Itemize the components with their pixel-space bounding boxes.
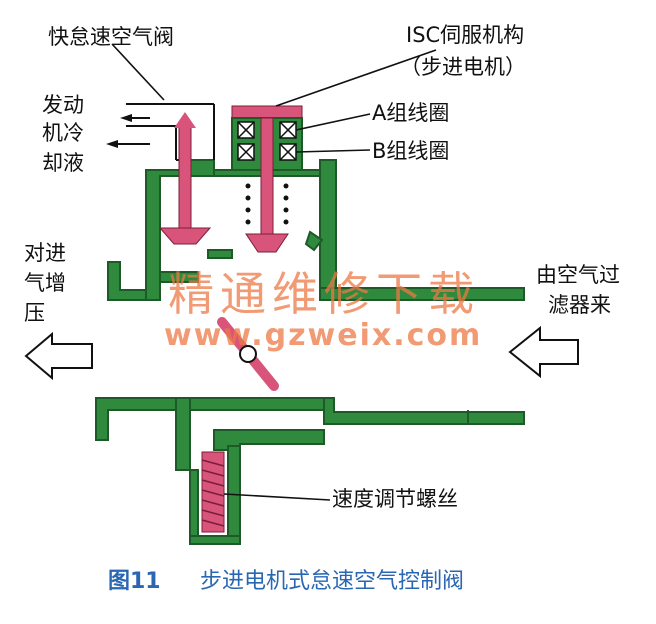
screw-housing-left	[189, 469, 199, 543]
caption-figure-number: 图11	[108, 569, 161, 594]
coil-a-right	[279, 121, 297, 139]
flow-arrow-left	[24, 331, 93, 381]
label-speed-screw: 速度调节螺丝	[332, 487, 458, 511]
label-air-filter-2: 滤器来	[548, 293, 611, 317]
label-coil-a: A组线圈	[372, 101, 450, 125]
inner-lip	[304, 230, 324, 252]
isc-valve-head	[245, 233, 289, 253]
caption-title: 步进电机式怠速空气控制阀	[200, 569, 465, 594]
watermark-url: www.gzweix.com	[164, 318, 483, 353]
isc-shaft	[260, 117, 274, 241]
label-supercharger-3: 压	[24, 301, 45, 325]
lower-left-wall	[95, 397, 177, 441]
isc-cap	[231, 105, 303, 119]
coolant-arrow-out	[106, 140, 118, 148]
leader-lines	[111, 43, 437, 501]
leader-fast-idle	[111, 43, 165, 101]
chamber-top-wall	[189, 159, 215, 177]
label-supercharger-1: 对进	[24, 241, 66, 265]
isc-stepper-motor	[231, 105, 303, 253]
upper-housing	[107, 159, 525, 301]
inner-seat	[207, 249, 233, 259]
coil-b-right	[279, 143, 297, 161]
label-fast-idle-valve: 快怠速空气阀	[48, 25, 174, 49]
label-coil-b: B组线圈	[372, 139, 450, 163]
screw-housing-bottom	[189, 535, 241, 545]
leader-screw	[223, 493, 331, 501]
bypass-channel	[213, 429, 325, 451]
throttle-shaft	[239, 345, 257, 363]
inlet-pipe-upper	[319, 287, 525, 301]
label-supercharger-2: 气增	[24, 271, 66, 295]
coolant-channel	[106, 103, 215, 161]
lower-top-right	[189, 397, 325, 411]
screw-threads	[201, 459, 225, 527]
lower-mid-wall	[175, 397, 191, 471]
watermark-cn: 精通维修下载	[168, 267, 480, 321]
label-coolant-3: 却液	[42, 151, 84, 175]
leader-isc	[275, 49, 437, 107]
coil-a-left	[237, 121, 255, 139]
screw-body	[201, 451, 225, 533]
label-isc-actuator: ISC伺服机构	[406, 23, 525, 47]
lower-step	[323, 397, 525, 425]
fast-idle-stem-tip	[174, 112, 196, 128]
coolant-arrow-in	[120, 114, 132, 122]
flow-arrow-right	[508, 325, 579, 379]
label-isc-actuator-sub: （步进电机）	[400, 55, 526, 79]
lower-right-lip	[456, 410, 469, 425]
throttle-plate	[217, 317, 279, 391]
leader-coil-b	[295, 149, 371, 153]
adjustment-screw	[201, 451, 225, 533]
fast-idle-valve-stem	[158, 112, 212, 245]
fast-idle-stem	[178, 123, 192, 235]
label-coolant-1: 发动	[42, 93, 84, 117]
leader-coil-a	[295, 113, 371, 131]
isc-spring	[245, 183, 289, 225]
label-coolant-2: 机冷	[42, 121, 84, 145]
inner-partition	[159, 271, 199, 283]
fast-idle-valve-head	[158, 227, 212, 245]
lower-housing	[95, 397, 525, 545]
coil-b-left	[237, 143, 255, 161]
label-air-filter-1: 由空气过	[536, 263, 620, 287]
